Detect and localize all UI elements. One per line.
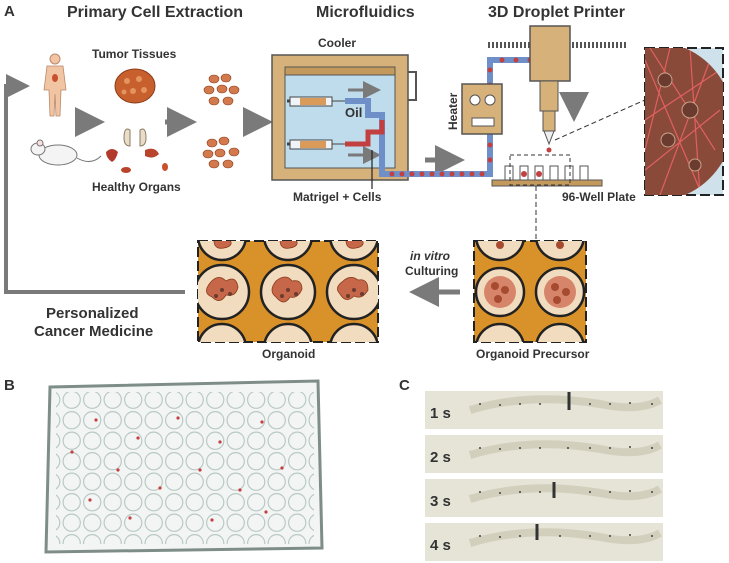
matrigel-cells-label: Matrigel + Cells bbox=[293, 190, 382, 204]
in-vitro-label: in vitro bbox=[410, 249, 450, 263]
organs-icon bbox=[106, 128, 168, 173]
timelapse-frames: 1 s 2 s 3 s 4 s bbox=[425, 391, 663, 561]
frame-3-label: 3 s bbox=[430, 493, 451, 510]
personalized-label-line1: Personalized bbox=[46, 305, 139, 322]
tumor-tissues-label: Tumor Tissues bbox=[92, 47, 177, 61]
flow-arrows bbox=[75, 92, 589, 307]
cooler-box bbox=[271, 54, 417, 181]
extracted-cells-tumor-icon bbox=[203, 73, 240, 106]
frame-4-label: 4 s bbox=[430, 537, 451, 554]
title-3d-droplet-printer: 3D Droplet Printer bbox=[488, 4, 625, 21]
frame-1-label: 1 s bbox=[430, 405, 451, 422]
matrigel-syringe-icon bbox=[287, 139, 345, 150]
title-primary-cell-extraction: Primary Cell Extraction bbox=[67, 4, 243, 21]
oil-tube bbox=[345, 57, 540, 177]
droplets-in-tube bbox=[389, 57, 533, 177]
organoid-precursor-label: Organoid Precursor bbox=[476, 347, 590, 361]
oil-label: Oil bbox=[345, 105, 362, 120]
title-microfluidics: Microfluidics bbox=[316, 4, 415, 21]
extracted-cells-healthy-icon bbox=[202, 136, 240, 169]
frame-1: 1 s bbox=[425, 391, 663, 429]
droplet-zoom-inset bbox=[644, 47, 724, 196]
flow-arrows-small bbox=[348, 81, 381, 164]
heater-label: Heater bbox=[446, 92, 460, 130]
frame-3: 3 s bbox=[425, 479, 663, 517]
frame-dots bbox=[479, 402, 653, 538]
zoom-box-plate bbox=[509, 154, 571, 186]
panel-label-b: B bbox=[4, 377, 15, 394]
cooler-label: Cooler bbox=[318, 36, 356, 50]
tumor-tissue-icon bbox=[114, 68, 156, 104]
panel-label-a: A bbox=[4, 3, 15, 20]
frame-4: 4 s bbox=[425, 523, 663, 561]
organoid-panel bbox=[197, 240, 379, 343]
human-figure-icon bbox=[43, 53, 67, 117]
printer-head-icon bbox=[529, 25, 571, 146]
96-well-plate-label: 96-Well Plate bbox=[562, 190, 636, 204]
rat-icon bbox=[30, 139, 102, 166]
matrigel-tube bbox=[345, 120, 385, 147]
healthy-organs-label: Healthy Organs bbox=[92, 180, 181, 194]
printed-droplets bbox=[70, 416, 284, 522]
zoom-line-droplet bbox=[554, 99, 646, 141]
well-plate-side-icon bbox=[491, 147, 603, 187]
well-plate-photo bbox=[44, 379, 324, 554]
organoid-label: Organoid bbox=[262, 347, 315, 361]
heater-icon bbox=[461, 83, 503, 135]
feedback-arrow bbox=[4, 74, 185, 294]
organoid-precursor-panel bbox=[473, 240, 587, 343]
oil-syringe-icon bbox=[287, 96, 345, 107]
frame-2-label: 2 s bbox=[430, 449, 451, 466]
personalized-label-line2: Cancer Medicine bbox=[34, 323, 153, 340]
frame-2: 2 s bbox=[425, 435, 663, 473]
culturing-label: Culturing bbox=[405, 264, 458, 278]
panel-label-c: C bbox=[399, 377, 410, 394]
